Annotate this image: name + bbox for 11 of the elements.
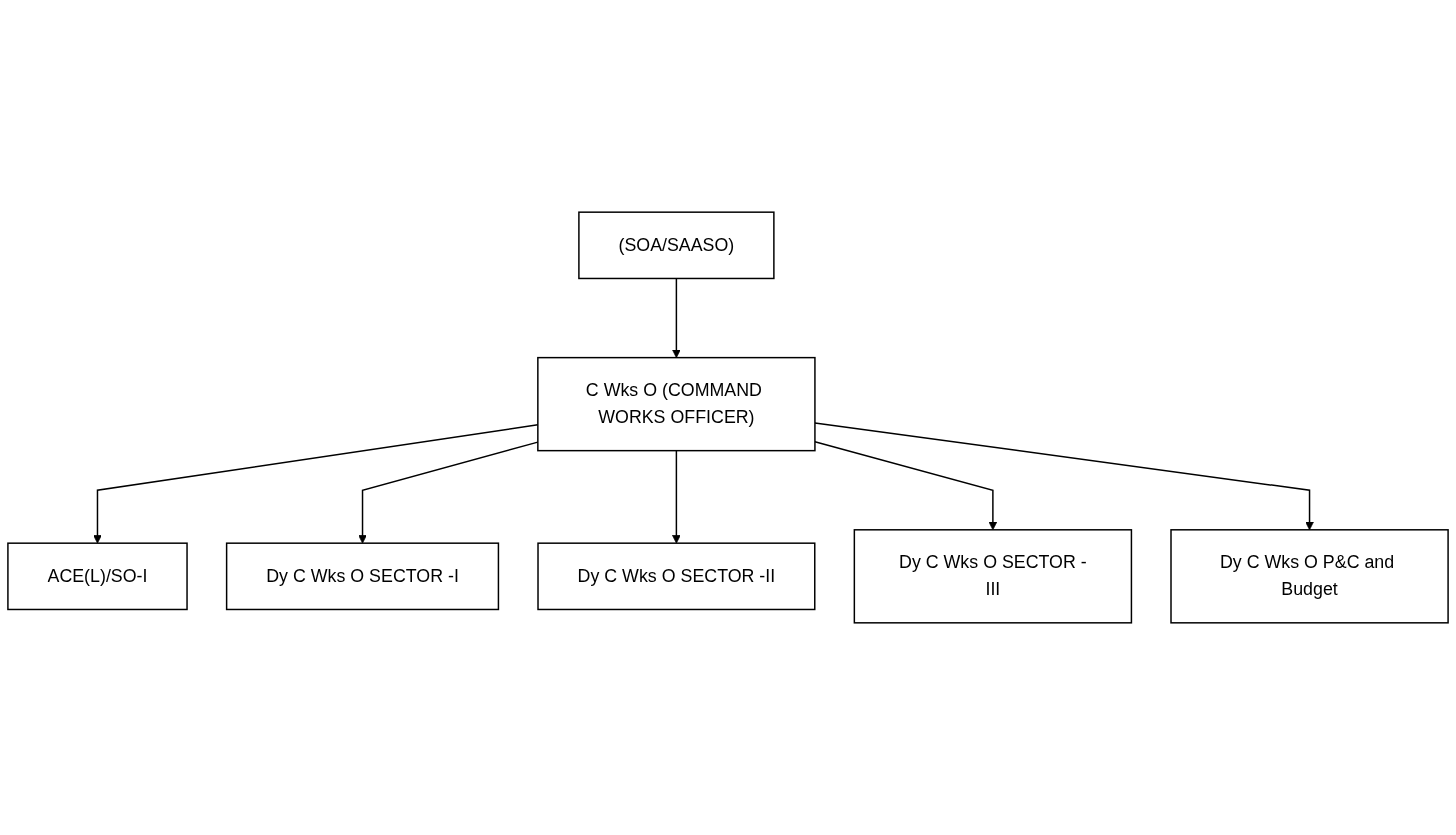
arrow bbox=[814, 422, 1314, 531]
node-box: Dy C Wks O P&C and Budget bbox=[1170, 529, 1449, 624]
arrow bbox=[672, 449, 681, 544]
node-box: ACE(L)/SO-I bbox=[7, 542, 188, 611]
arrow bbox=[814, 441, 998, 531]
node-box: Dy C Wks O SECTOR -I bbox=[225, 542, 500, 611]
node-box: C Wks O (COMMAND WORKS OFFICER) bbox=[537, 356, 816, 452]
node-box: Dy C Wks O SECTOR -III bbox=[853, 529, 1133, 624]
node-box: Dy C Wks O SECTOR -II bbox=[537, 542, 816, 611]
node-box: (SOA/SAASO) bbox=[578, 211, 775, 280]
arrow bbox=[672, 277, 681, 359]
